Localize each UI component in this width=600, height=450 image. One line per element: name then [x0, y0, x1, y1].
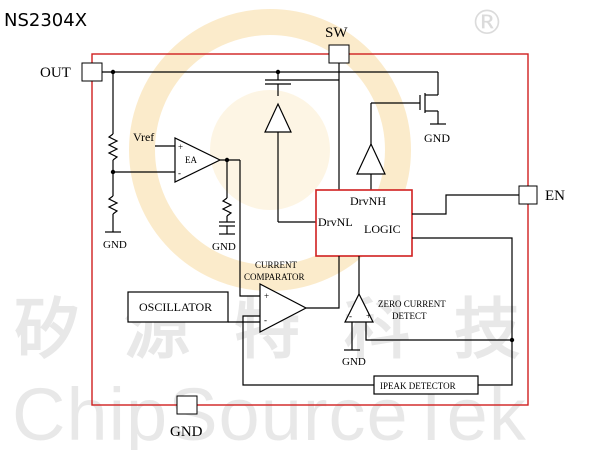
pin-en-label: EN: [545, 188, 565, 204]
out-rail: [102, 69, 439, 95]
cc-plus-sign: +: [264, 291, 269, 301]
part-number-title: NS2304X: [4, 10, 87, 31]
sense-line: [412, 237, 515, 386]
pin-out-label: OUT: [40, 65, 71, 81]
high-side-mosfet: GND: [371, 93, 450, 145]
en-wire: [412, 194, 519, 215]
pin-sw-label: SW: [325, 25, 348, 41]
pin-en: EN: [518, 185, 565, 205]
zero-current-detect: - + ZERO CURRENT DETECT GND: [342, 256, 512, 368]
pin-gnd: GND: [170, 395, 203, 440]
ea-minus-sign: -: [178, 168, 181, 178]
gnd-zcd-label: GND: [342, 356, 366, 368]
oscillator-block: OSCILLATOR: [127, 291, 260, 323]
pin-sw: SW: [325, 25, 350, 64]
drvnl-label: DrvNL: [318, 215, 353, 229]
current-comparator-label-1: CURRENT: [255, 260, 298, 270]
current-comparator: + - CURRENT COMPARATOR: [244, 256, 340, 333]
drvnh-buffer: [356, 103, 386, 190]
cc-minus-sign: -: [264, 315, 267, 325]
drvnh-label: DrvNH: [350, 194, 386, 208]
oscillator-label: OSCILLATOR: [139, 300, 212, 314]
logic-block: DrvNH DrvNL LOGIC: [315, 189, 413, 257]
ea-plus-sign: +: [178, 142, 183, 152]
current-comparator-label-2: COMPARATOR: [244, 272, 305, 282]
ipeak-detector: IPEAK DETECTOR: [242, 315, 479, 395]
registered-mark: ®: [470, 3, 504, 43]
gnd-comp-label: GND: [212, 241, 236, 253]
compensation-network: GND: [212, 160, 236, 253]
drvnl-buffer: [264, 102, 316, 223]
ea-label: EA: [185, 155, 197, 165]
zcd-minus-sign: -: [349, 311, 352, 321]
zcd-plus-sign: +: [366, 311, 371, 321]
chip-boundary: [91, 53, 529, 406]
pin-gnd-label: GND: [170, 424, 203, 440]
feedback-divider: GND: [103, 72, 175, 251]
pin-out: OUT: [40, 62, 103, 82]
ea-to-comparator-wire: [239, 160, 260, 297]
ipeak-label: IPEAK DETECTOR: [380, 381, 456, 391]
gnd-divider-label: GND: [103, 239, 127, 251]
zcd-label-1: ZERO CURRENT: [378, 299, 446, 309]
vref-label: Vref: [133, 130, 154, 144]
sync-switch-mosfet: [265, 72, 339, 96]
error-amplifier: EA + - Vref: [133, 130, 240, 183]
logic-label: LOGIC: [364, 222, 401, 236]
zcd-label-2: DETECT: [392, 311, 427, 321]
gnd-high-side-label: GND: [424, 131, 450, 145]
